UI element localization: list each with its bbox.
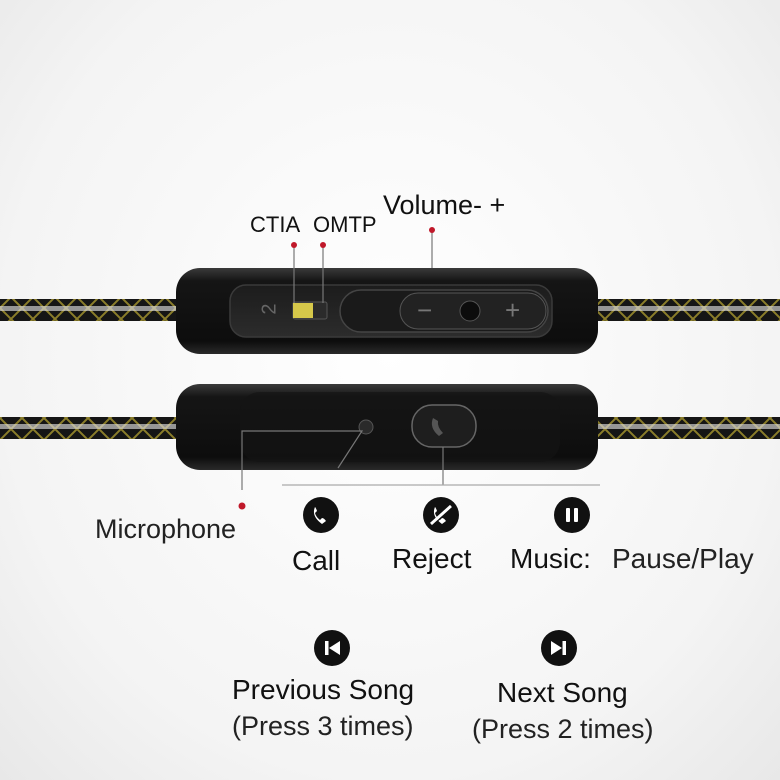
- previous-song-label: Previous Song: [232, 674, 415, 705]
- pause-play-label: Pause/Play: [612, 543, 754, 574]
- cable-bottom: [0, 417, 780, 439]
- reject-label: Reject: [392, 543, 472, 574]
- marker-lines: [241, 230, 600, 490]
- cable-top: [0, 299, 780, 321]
- marker-dots: [238, 227, 435, 510]
- phone-reject-icon: [423, 497, 459, 533]
- remote-bottom: [176, 384, 598, 470]
- volume-minus-label: −: [417, 295, 433, 325]
- remote-top: [176, 268, 598, 354]
- call-label: Call: [292, 545, 341, 576]
- music-label: Music:: [510, 543, 591, 574]
- pause-icon: [554, 497, 590, 533]
- multifunction-button[interactable]: [411, 404, 477, 448]
- previous-song-note: (Press 3 times): [232, 711, 414, 741]
- mode-switch-label: 2: [258, 303, 281, 315]
- next-song-label: Next Song: [497, 677, 628, 708]
- next-song-note: (Press 2 times): [472, 714, 654, 744]
- volume-center-dot: [459, 300, 481, 322]
- ctia-label: CTIA: [250, 212, 301, 237]
- skip-previous-icon: [314, 630, 350, 666]
- omtp-label: OMTP: [313, 212, 377, 237]
- phone-icon: [303, 497, 339, 533]
- button-phone-glyph: [431, 418, 443, 436]
- microphone-label: Microphone: [95, 514, 237, 544]
- skip-next-icon: [541, 630, 577, 666]
- mode-switch[interactable]: [292, 301, 328, 320]
- volume-plus-label: +: [505, 295, 521, 325]
- volume-label: Volume- +: [383, 190, 506, 220]
